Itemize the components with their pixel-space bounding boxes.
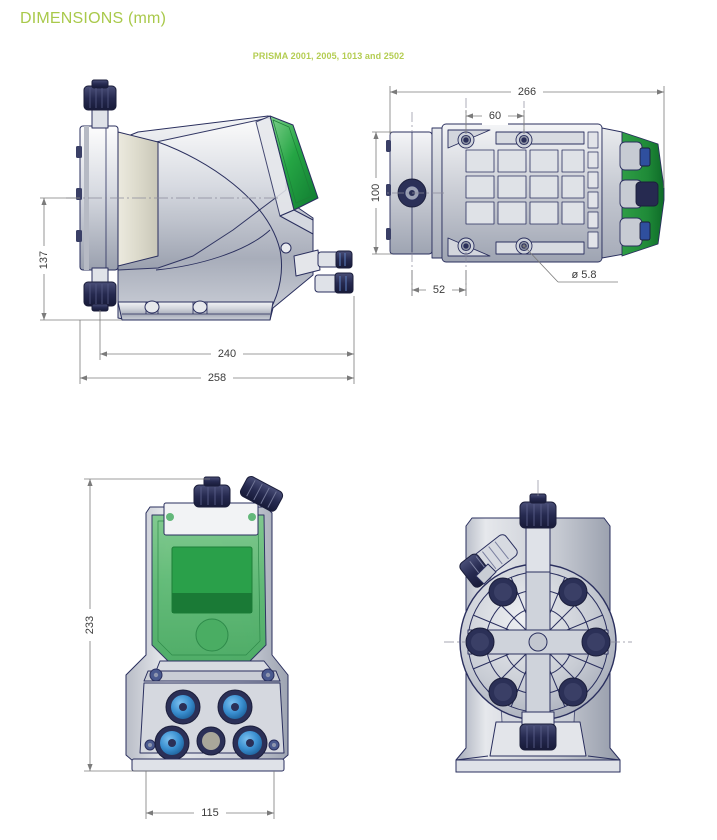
connector-ports: [154, 689, 268, 761]
drawing-front-view: [408, 460, 688, 790]
dimension-label-233: 233: [84, 616, 96, 634]
dimension-label-52: 52: [433, 284, 445, 296]
dimension-label-266: 266: [518, 86, 536, 98]
dimension-label-hole-dia: ø 5.8: [571, 269, 596, 281]
dimension-label-258: 258: [208, 372, 226, 384]
dimension-label-115: 115: [201, 807, 219, 819]
model-subtitle: PRISMA 2001, 2005, 1013 and 2502: [0, 51, 717, 61]
dimension-label-100: 100: [370, 184, 382, 202]
page-title: DIMENSIONS (mm): [20, 10, 167, 27]
drawing-rear-view: 233 115: [60, 455, 350, 840]
control-knob: [195, 618, 229, 652]
drawing-top-view: 266 60 100: [366, 70, 712, 320]
dimension-hole-diameter: [522, 244, 618, 283]
dimension-label-240: 240: [218, 348, 236, 360]
dimension-span-60: [465, 110, 525, 134]
drawing-side-view: 137 137 240 258: [18, 70, 378, 400]
dimension-label-137-fg: 137: [38, 251, 50, 269]
dimension-label-60: 60: [489, 110, 501, 122]
model-subtitle-text: PRISMA 2001, 2005, 1013 and 2502: [252, 51, 405, 61]
